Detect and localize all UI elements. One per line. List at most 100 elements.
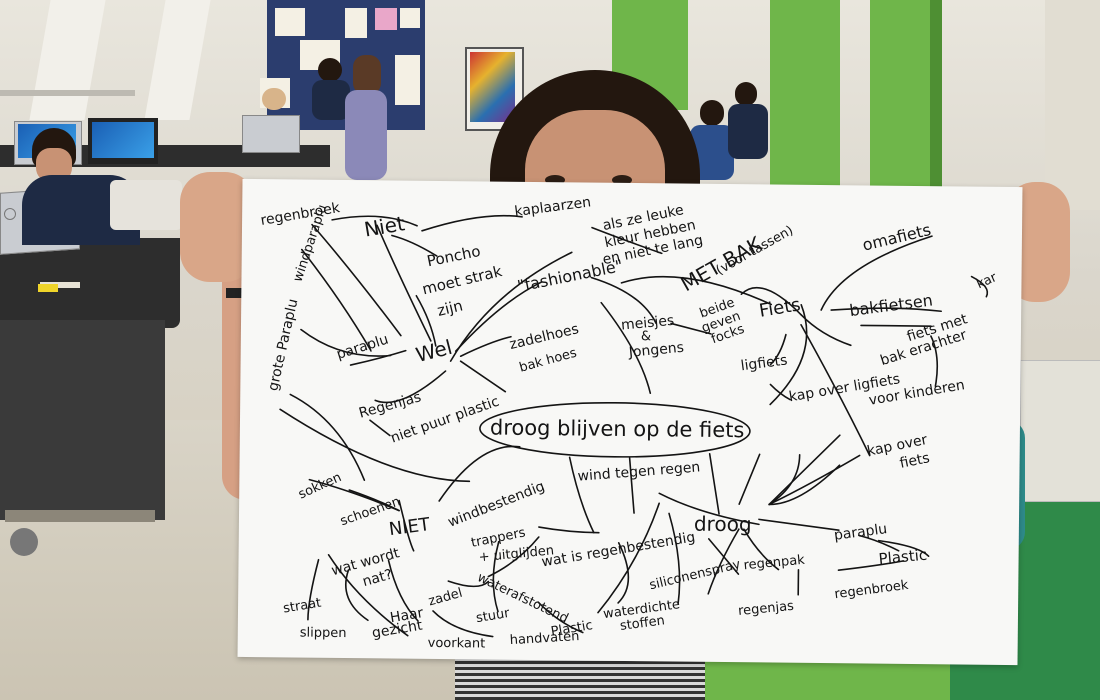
branch-line bbox=[421, 214, 523, 232]
label-slippen: slippen bbox=[299, 625, 347, 642]
student-head bbox=[700, 100, 724, 126]
label-niet-lower: NIET bbox=[387, 514, 432, 541]
branch-line bbox=[858, 534, 900, 552]
branch-line bbox=[768, 454, 861, 506]
center-oval bbox=[479, 402, 751, 458]
branch-line bbox=[308, 478, 400, 512]
branch-line bbox=[830, 307, 942, 313]
wall bbox=[1045, 0, 1100, 210]
branch-line bbox=[279, 408, 471, 483]
branch-line bbox=[331, 215, 418, 227]
branch-line bbox=[597, 502, 660, 614]
paper-note bbox=[395, 55, 420, 105]
branch-line bbox=[707, 538, 740, 575]
branch-line bbox=[758, 518, 840, 531]
branch-line bbox=[344, 569, 369, 622]
branch-line bbox=[459, 335, 512, 358]
student-hair bbox=[353, 55, 381, 95]
green-pillar bbox=[770, 0, 840, 190]
branch-line bbox=[454, 281, 543, 352]
mindmap-lines bbox=[279, 214, 989, 638]
branch-line bbox=[668, 512, 681, 605]
wall-poster-art bbox=[470, 52, 515, 122]
branch-line bbox=[349, 349, 407, 366]
caster-wheel bbox=[10, 528, 38, 556]
branch-line bbox=[327, 554, 409, 637]
label-handvaten: handvaten bbox=[509, 629, 580, 649]
branch-line bbox=[658, 492, 760, 526]
laptop bbox=[242, 115, 300, 153]
branch-line bbox=[860, 324, 932, 327]
branch-line bbox=[432, 610, 494, 638]
label-niet: Niet bbox=[362, 211, 407, 242]
branch-line bbox=[387, 559, 419, 622]
laptop-logo-hp-icon bbox=[4, 208, 16, 220]
branch-line bbox=[568, 456, 595, 534]
branch-line bbox=[374, 370, 447, 404]
laptop-screen bbox=[92, 122, 154, 158]
branch-line bbox=[300, 248, 372, 352]
desk-base bbox=[5, 510, 155, 522]
eye bbox=[612, 175, 632, 185]
eye bbox=[545, 175, 565, 185]
branch-line bbox=[769, 383, 792, 401]
branch-line bbox=[800, 313, 852, 347]
center-topic: droog blijven op de fiets bbox=[489, 415, 745, 443]
branch-line bbox=[300, 328, 392, 357]
roof-beam bbox=[144, 0, 211, 120]
branch-line bbox=[837, 560, 905, 571]
branch-line bbox=[307, 558, 320, 621]
branch-line bbox=[820, 235, 933, 311]
branch-line bbox=[398, 499, 415, 552]
branch-line bbox=[707, 528, 740, 595]
label-ampersand: & bbox=[640, 329, 652, 345]
branch-line bbox=[628, 457, 635, 514]
label-voorkant: voorkant bbox=[427, 635, 486, 652]
branch-line bbox=[369, 419, 391, 437]
paper-note bbox=[375, 8, 397, 30]
branch-line bbox=[447, 580, 490, 588]
label-droog: droog bbox=[693, 511, 752, 537]
roof-beam bbox=[29, 0, 106, 120]
branch-line bbox=[391, 234, 438, 257]
paper-note bbox=[400, 8, 420, 28]
striped-shirt bbox=[455, 655, 705, 700]
student-head bbox=[318, 58, 342, 82]
railing bbox=[0, 90, 135, 96]
branch-line bbox=[438, 445, 521, 502]
branch-line bbox=[311, 223, 402, 337]
branch-line bbox=[708, 453, 720, 515]
branch-line bbox=[415, 294, 437, 347]
branch-line bbox=[768, 464, 841, 506]
watch bbox=[226, 288, 250, 298]
student-head bbox=[735, 82, 757, 106]
storage-box bbox=[1020, 360, 1100, 502]
student-body bbox=[728, 104, 768, 159]
branch-line bbox=[670, 322, 712, 335]
branch-line bbox=[289, 393, 366, 482]
branch-line bbox=[877, 539, 930, 557]
pen bbox=[40, 282, 80, 288]
label-plastic-right: Plastic bbox=[877, 545, 928, 569]
paper-note bbox=[275, 8, 305, 36]
chair bbox=[110, 180, 182, 230]
desk-front bbox=[0, 238, 180, 328]
branch-line bbox=[970, 275, 989, 298]
branch-line bbox=[459, 360, 507, 393]
branch-line bbox=[769, 333, 787, 366]
branch-line bbox=[620, 275, 773, 306]
branch-line bbox=[740, 286, 802, 316]
branch-line bbox=[600, 301, 652, 395]
branch-line bbox=[617, 542, 630, 604]
branch-line bbox=[800, 323, 871, 457]
sticky-note bbox=[38, 284, 58, 292]
branch-line bbox=[768, 434, 841, 506]
branch-line bbox=[590, 276, 657, 325]
branch-line bbox=[591, 226, 663, 255]
branch-line bbox=[930, 335, 939, 387]
branch-line bbox=[743, 528, 780, 571]
paper-note bbox=[345, 8, 367, 38]
student-head bbox=[262, 88, 286, 110]
branch-line bbox=[537, 601, 584, 634]
